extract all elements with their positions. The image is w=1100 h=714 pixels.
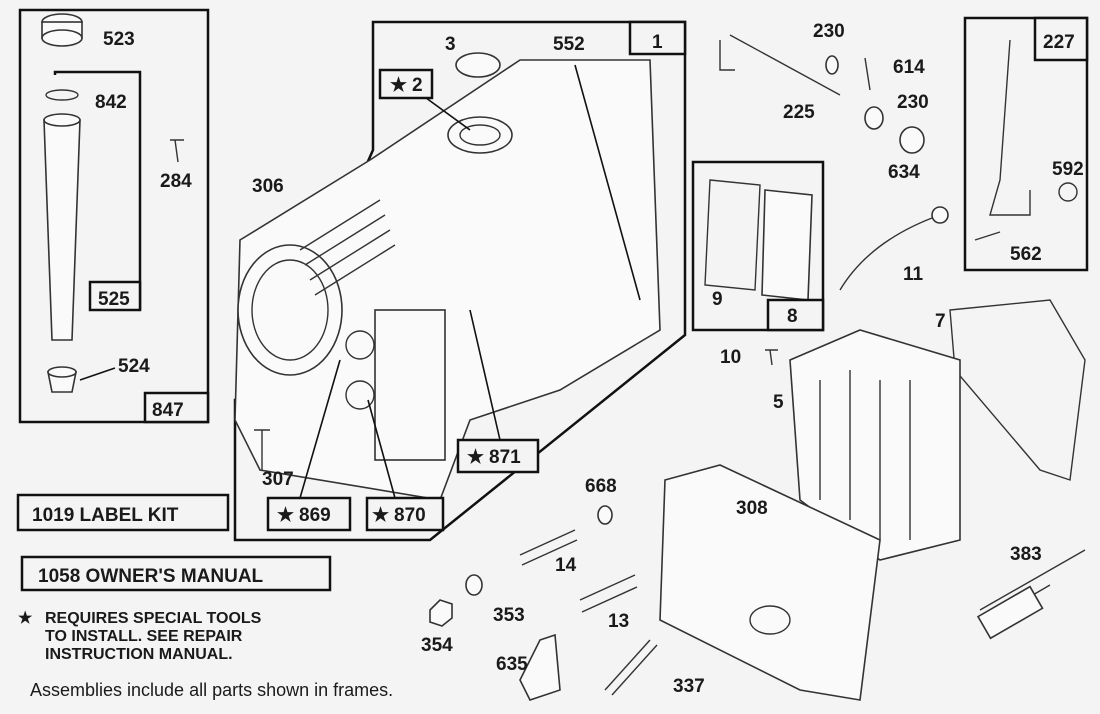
owners-manual-text: 1058 OWNER'S MANUAL <box>38 566 264 587</box>
part-label-614: 614 <box>893 57 925 78</box>
label-box-870 <box>365 496 445 532</box>
star-icon: ★ <box>467 447 484 468</box>
part-label-307: 307 <box>262 469 294 490</box>
part-label-7: 7 <box>935 311 946 332</box>
part-label-592: 592 <box>1052 159 1084 180</box>
label-box-525 <box>88 280 142 312</box>
frame-842 <box>53 70 142 310</box>
part-number: 871 <box>489 447 521 468</box>
star-icon: ★ <box>372 505 389 526</box>
part-label-227: 227 <box>1043 32 1075 53</box>
part-label-635: 635 <box>496 654 528 675</box>
part-number: 2 <box>412 75 423 96</box>
starred-part-label-869: ★869 <box>277 505 331 526</box>
part-label-8: 8 <box>787 306 798 327</box>
starred-part-label-871: ★871 <box>467 447 521 468</box>
label-box-8 <box>766 298 825 332</box>
label-kit-text: 1019 LABEL KIT <box>32 505 179 526</box>
part-label-337: 337 <box>673 676 705 697</box>
part-label-552: 552 <box>553 34 585 55</box>
part-label-230: 230 <box>813 21 845 42</box>
label-box-869 <box>266 496 352 532</box>
part-label-11: 11 <box>903 264 924 285</box>
starred-part-label-870: ★870 <box>372 505 426 526</box>
part-label-3: 3 <box>445 34 456 55</box>
label-box-847 <box>143 391 210 424</box>
part-label-353: 353 <box>493 605 525 626</box>
star-icon: ★ <box>18 610 33 627</box>
note-line-3: INSTRUCTION MANUAL. <box>45 646 233 663</box>
part-label-14: 14 <box>555 555 577 576</box>
part-number: 869 <box>299 505 331 526</box>
part-label-230: 230 <box>897 92 929 113</box>
frame-847 <box>18 8 210 424</box>
star-icon: ★ <box>390 75 407 96</box>
starred-part-label-2: ★2 <box>390 75 423 96</box>
part-label-225: 225 <box>783 102 815 123</box>
part-label-13: 13 <box>608 611 629 632</box>
label-box-2 <box>378 68 434 100</box>
leader-lines <box>79 64 641 499</box>
part-label-524: 524 <box>118 356 150 377</box>
starred-part-labels: ★2★871★869★870 <box>277 75 521 526</box>
part-label-383: 383 <box>1010 544 1042 565</box>
part-label-847: 847 <box>152 400 184 421</box>
part-sketches <box>41 13 1086 701</box>
note-line-2: TO INSTALL. SEE REPAIR <box>45 628 243 645</box>
part-label-668: 668 <box>585 476 617 497</box>
part-label-5: 5 <box>773 392 784 413</box>
label-box-871 <box>456 438 540 474</box>
part-label-10: 10 <box>720 347 741 368</box>
part-label-525: 525 <box>98 289 130 310</box>
note-line-1: REQUIRES SPECIAL TOOLS <box>45 610 262 627</box>
star-icon: ★ <box>277 505 294 526</box>
part-label-634: 634 <box>888 162 920 183</box>
part-label-1: 1 <box>652 32 663 53</box>
frame-8 <box>691 160 825 332</box>
part-label-842: 842 <box>95 92 127 113</box>
part-label-308: 308 <box>736 498 768 519</box>
label-kit-box <box>16 493 230 532</box>
owners-manual-box <box>20 555 332 592</box>
label-box-1 <box>628 20 687 56</box>
part-label-523: 523 <box>103 29 135 50</box>
frame-227 <box>963 16 1089 272</box>
part-label-9: 9 <box>712 289 723 310</box>
part-number: 870 <box>394 505 426 526</box>
assemblies-note: Assemblies include all parts shown in fr… <box>30 680 393 700</box>
label-box-227 <box>1033 16 1089 62</box>
part-label-284: 284 <box>160 171 192 192</box>
part-label-354: 354 <box>421 635 453 656</box>
part-label-306: 306 <box>252 176 284 197</box>
part-label-562: 562 <box>1010 244 1042 265</box>
